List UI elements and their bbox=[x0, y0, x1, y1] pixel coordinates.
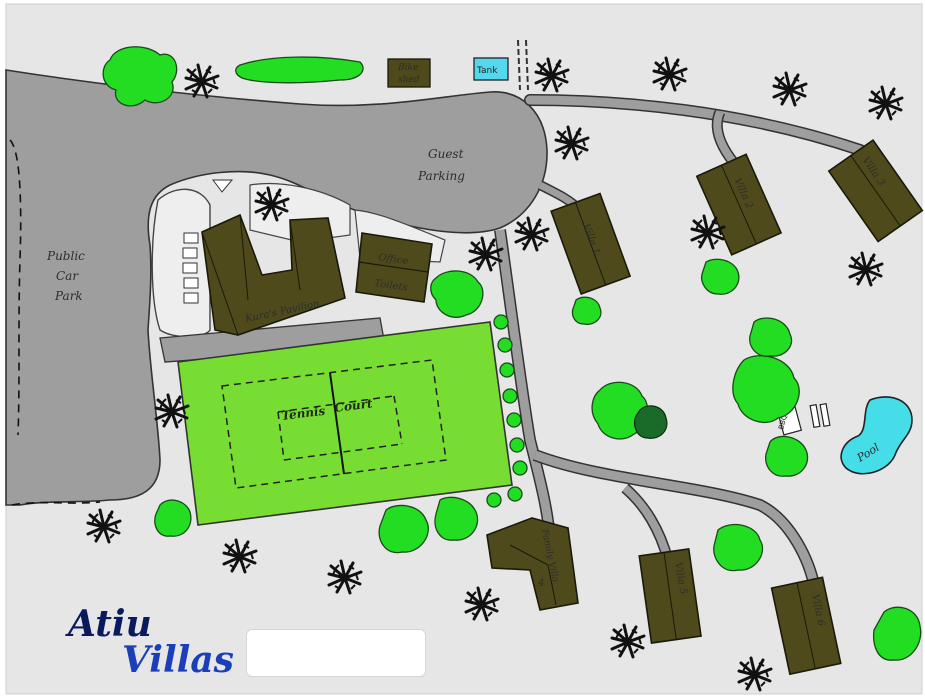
parking-label: Parking bbox=[417, 169, 465, 183]
office-label: Office bbox=[378, 252, 409, 267]
bike-shed-label-2: shed bbox=[398, 75, 420, 85]
guest-parking-label: Guest Parking bbox=[417, 147, 465, 183]
bike-shed bbox=[387, 58, 431, 88]
tennis-label: Tennis bbox=[281, 404, 327, 423]
parking-bay-left bbox=[151, 188, 211, 338]
tennis-net bbox=[329, 372, 345, 475]
blank-label-box bbox=[246, 629, 426, 677]
path-to-villa-2-3-fill bbox=[525, 95, 865, 155]
public-car-park-label: Public Car Park bbox=[46, 249, 85, 303]
trees bbox=[102, 46, 922, 661]
tennis-court bbox=[177, 321, 513, 526]
parking-triangle-marker bbox=[212, 179, 234, 193]
path-main-south-fill bbox=[495, 229, 555, 541]
dark-bush bbox=[633, 405, 668, 439]
tank-label: Tank bbox=[476, 66, 498, 76]
family-villa-number: 4 bbox=[537, 578, 544, 589]
sun-loungers bbox=[809, 402, 831, 429]
family-villa-4 bbox=[486, 517, 579, 611]
north-exit-road bbox=[517, 39, 529, 91]
villa-5-label: Villa 5 bbox=[672, 562, 688, 596]
brand-villas: Villas bbox=[122, 639, 234, 681]
bike-shed-label-1: Bike bbox=[397, 63, 418, 73]
car-park-boundary bbox=[9, 139, 101, 506]
path-to-villa-5-6-fill bbox=[533, 450, 820, 591]
parked-car-markers bbox=[182, 232, 199, 304]
public-label: Public bbox=[46, 249, 85, 263]
path-branch-villa5-fill bbox=[622, 484, 672, 562]
toilets-label: Toilets bbox=[374, 278, 409, 294]
car-label: Car bbox=[56, 269, 79, 283]
brand-atiu: Atiu bbox=[65, 603, 152, 645]
bbq-label: BBQ bbox=[777, 413, 789, 430]
kuras-pavilion-roof bbox=[201, 213, 346, 336]
guest-label: Guest bbox=[428, 147, 464, 161]
water-tank bbox=[473, 57, 509, 81]
swimming-pool bbox=[840, 396, 913, 475]
park-label: Park bbox=[54, 289, 83, 303]
court-label: Court bbox=[334, 396, 374, 415]
